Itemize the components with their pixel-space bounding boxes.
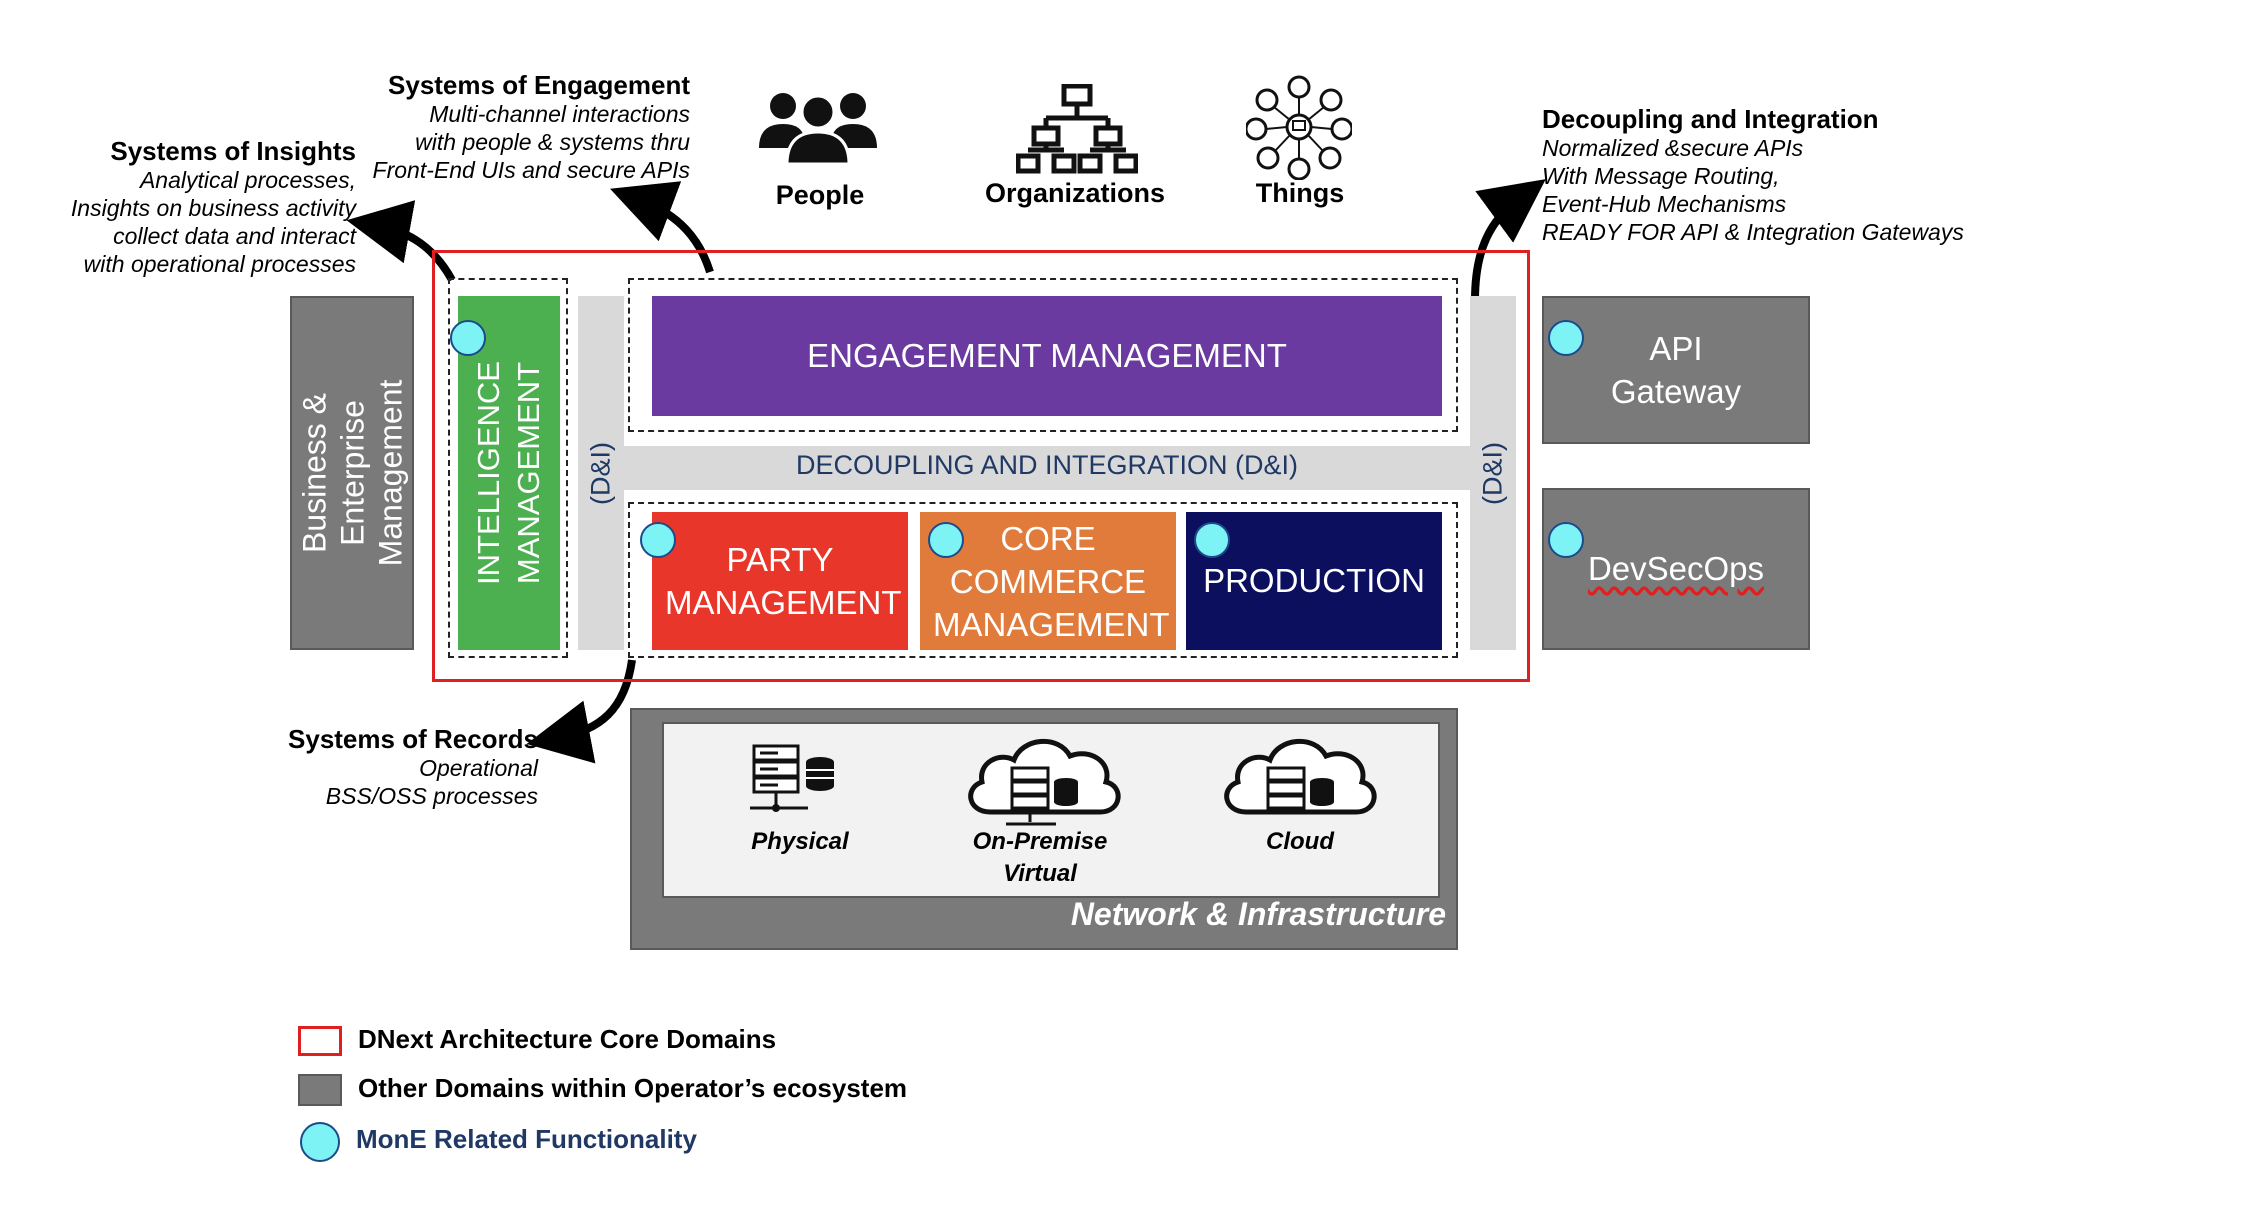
- mone-indicator-core-commerce: [928, 522, 964, 558]
- callout-engagement-line: Front-End UIs and secure APIs: [372, 157, 690, 183]
- callout-engagement-line: with people & systems thru: [415, 129, 690, 155]
- callout-integration-line: READY FOR API & Integration Gateways: [1542, 219, 1964, 245]
- mone-indicator-devsecops: [1548, 522, 1584, 558]
- operational-dashed-frame: [628, 502, 1458, 658]
- organizations-label: Organizations: [984, 178, 1166, 208]
- virtual-label: Virtual: [1003, 860, 1077, 887]
- api-gateway-box: API Gateway: [1542, 296, 1810, 444]
- intelligence-management-label: INTELLIGENCE MANAGEMENT: [471, 361, 547, 585]
- callout-insights-line: collect data and interact: [113, 223, 356, 249]
- callout-records-title: Systems of Records: [288, 724, 538, 754]
- callout-insights-line: Insights on business activity: [70, 195, 356, 221]
- callout-integration: Decoupling and Integration Normalized &s…: [1542, 104, 2002, 246]
- legend-mone-swatch: [300, 1122, 340, 1162]
- callout-integration-line: With Message Routing,: [1542, 163, 1780, 189]
- mone-indicator-party: [640, 522, 676, 558]
- cloud-icon: [1224, 739, 1377, 815]
- devsecops-box: DevSecOps: [1542, 488, 1810, 650]
- di-bar-left: [578, 296, 624, 650]
- production-label: PRODUCTION: [1203, 562, 1425, 599]
- arrow-to-integration: [1471, 179, 1546, 301]
- decoupling-integration-label: DECOUPLING AND INTEGRATION (D&I): [795, 450, 1299, 480]
- mone-indicator-api-gateway: [1548, 320, 1584, 356]
- intelligence-management-box: INTELLIGENCE MANAGEMENT: [458, 296, 560, 650]
- business-enterprise-management-box: Business & Enterprise Management: [290, 296, 414, 650]
- people-label: People: [775, 180, 865, 210]
- legend-core-swatch: [298, 1026, 342, 1056]
- engagement-management-label: ENGAGEMENT MANAGEMENT: [807, 337, 1287, 374]
- api-gateway-label: API Gateway: [1610, 330, 1742, 410]
- legend-core-label: DNext Architecture Core Domains: [358, 1024, 777, 1054]
- org-chart-icon: [1016, 84, 1138, 174]
- callout-insights: Systems of Insights Analytical processes…: [40, 136, 356, 278]
- di-bar-right: [1470, 296, 1516, 650]
- callout-integration-line: Normalized &secure APIs: [1542, 135, 1804, 161]
- production-box: PRODUCTION: [1186, 512, 1442, 650]
- callout-records: Systems of Records Operational BSS/OSS p…: [240, 724, 538, 810]
- callout-engagement-line: Multi-channel interactions: [429, 101, 690, 127]
- core-commerce-management-box: CORE COMMERCE MANAGEMENT: [920, 512, 1176, 650]
- on-premise-label: On-Premise: [972, 828, 1108, 855]
- callout-records-line: BSS/OSS processes: [325, 783, 538, 809]
- legend-mone-label: MonE Related Functionality: [356, 1124, 697, 1154]
- core-domains-border: [432, 250, 1530, 682]
- engagement-management-box: ENGAGEMENT MANAGEMENT: [652, 296, 1442, 416]
- devsecops-label: DevSecOps: [1587, 550, 1765, 587]
- callout-engagement: Systems of Engagement Multi-channel inte…: [330, 70, 690, 184]
- callout-records-line: Operational: [419, 755, 538, 781]
- callout-insights-title: Systems of Insights: [110, 136, 356, 166]
- di-bar-horizontal: [624, 446, 1470, 490]
- mone-indicator-production: [1194, 522, 1230, 558]
- arrow-to-insights: [346, 200, 456, 282]
- legend-other-label: Other Domains within Operator’s ecosyste…: [358, 1073, 908, 1103]
- arrow-to-engagement: [610, 181, 714, 274]
- iot-things-icon: [1246, 75, 1352, 180]
- callout-integration-title: Decoupling and Integration: [1542, 104, 1879, 134]
- intelligence-dashed-frame: [448, 278, 568, 658]
- callout-engagement-title: Systems of Engagement: [388, 70, 690, 100]
- engagement-dashed-frame: [628, 278, 1458, 432]
- party-management-box: PARTY MANAGEMENT: [652, 512, 908, 650]
- network-infrastructure-title: Network & Infrastructure: [1070, 896, 1446, 932]
- things-label: Things: [1255, 178, 1345, 208]
- business-enterprise-management-label: Business & Enterprise Management: [296, 379, 408, 567]
- legend-other-swatch: [298, 1074, 342, 1106]
- physical-label: Physical: [751, 828, 849, 855]
- arrow-to-records: [526, 659, 636, 764]
- on-premise-virtual-cloud-icon: [968, 739, 1121, 826]
- core-commerce-management-label: CORE COMMERCE MANAGEMENT: [933, 519, 1170, 643]
- di-right-label: (D&I): [1477, 442, 1508, 505]
- callout-insights-line: with operational processes: [83, 251, 356, 277]
- callout-insights-line: Analytical processes,: [139, 167, 356, 193]
- cloud-label: Cloud: [1266, 828, 1334, 855]
- mone-indicator-intelligence: [450, 320, 486, 356]
- callout-integration-line: Event-Hub Mechanisms: [1542, 191, 1787, 217]
- party-management-label: PARTY MANAGEMENT: [665, 541, 902, 621]
- di-left-label: (D&I): [585, 442, 616, 505]
- people-icon: [759, 93, 877, 164]
- physical-server-icon: [750, 744, 834, 812]
